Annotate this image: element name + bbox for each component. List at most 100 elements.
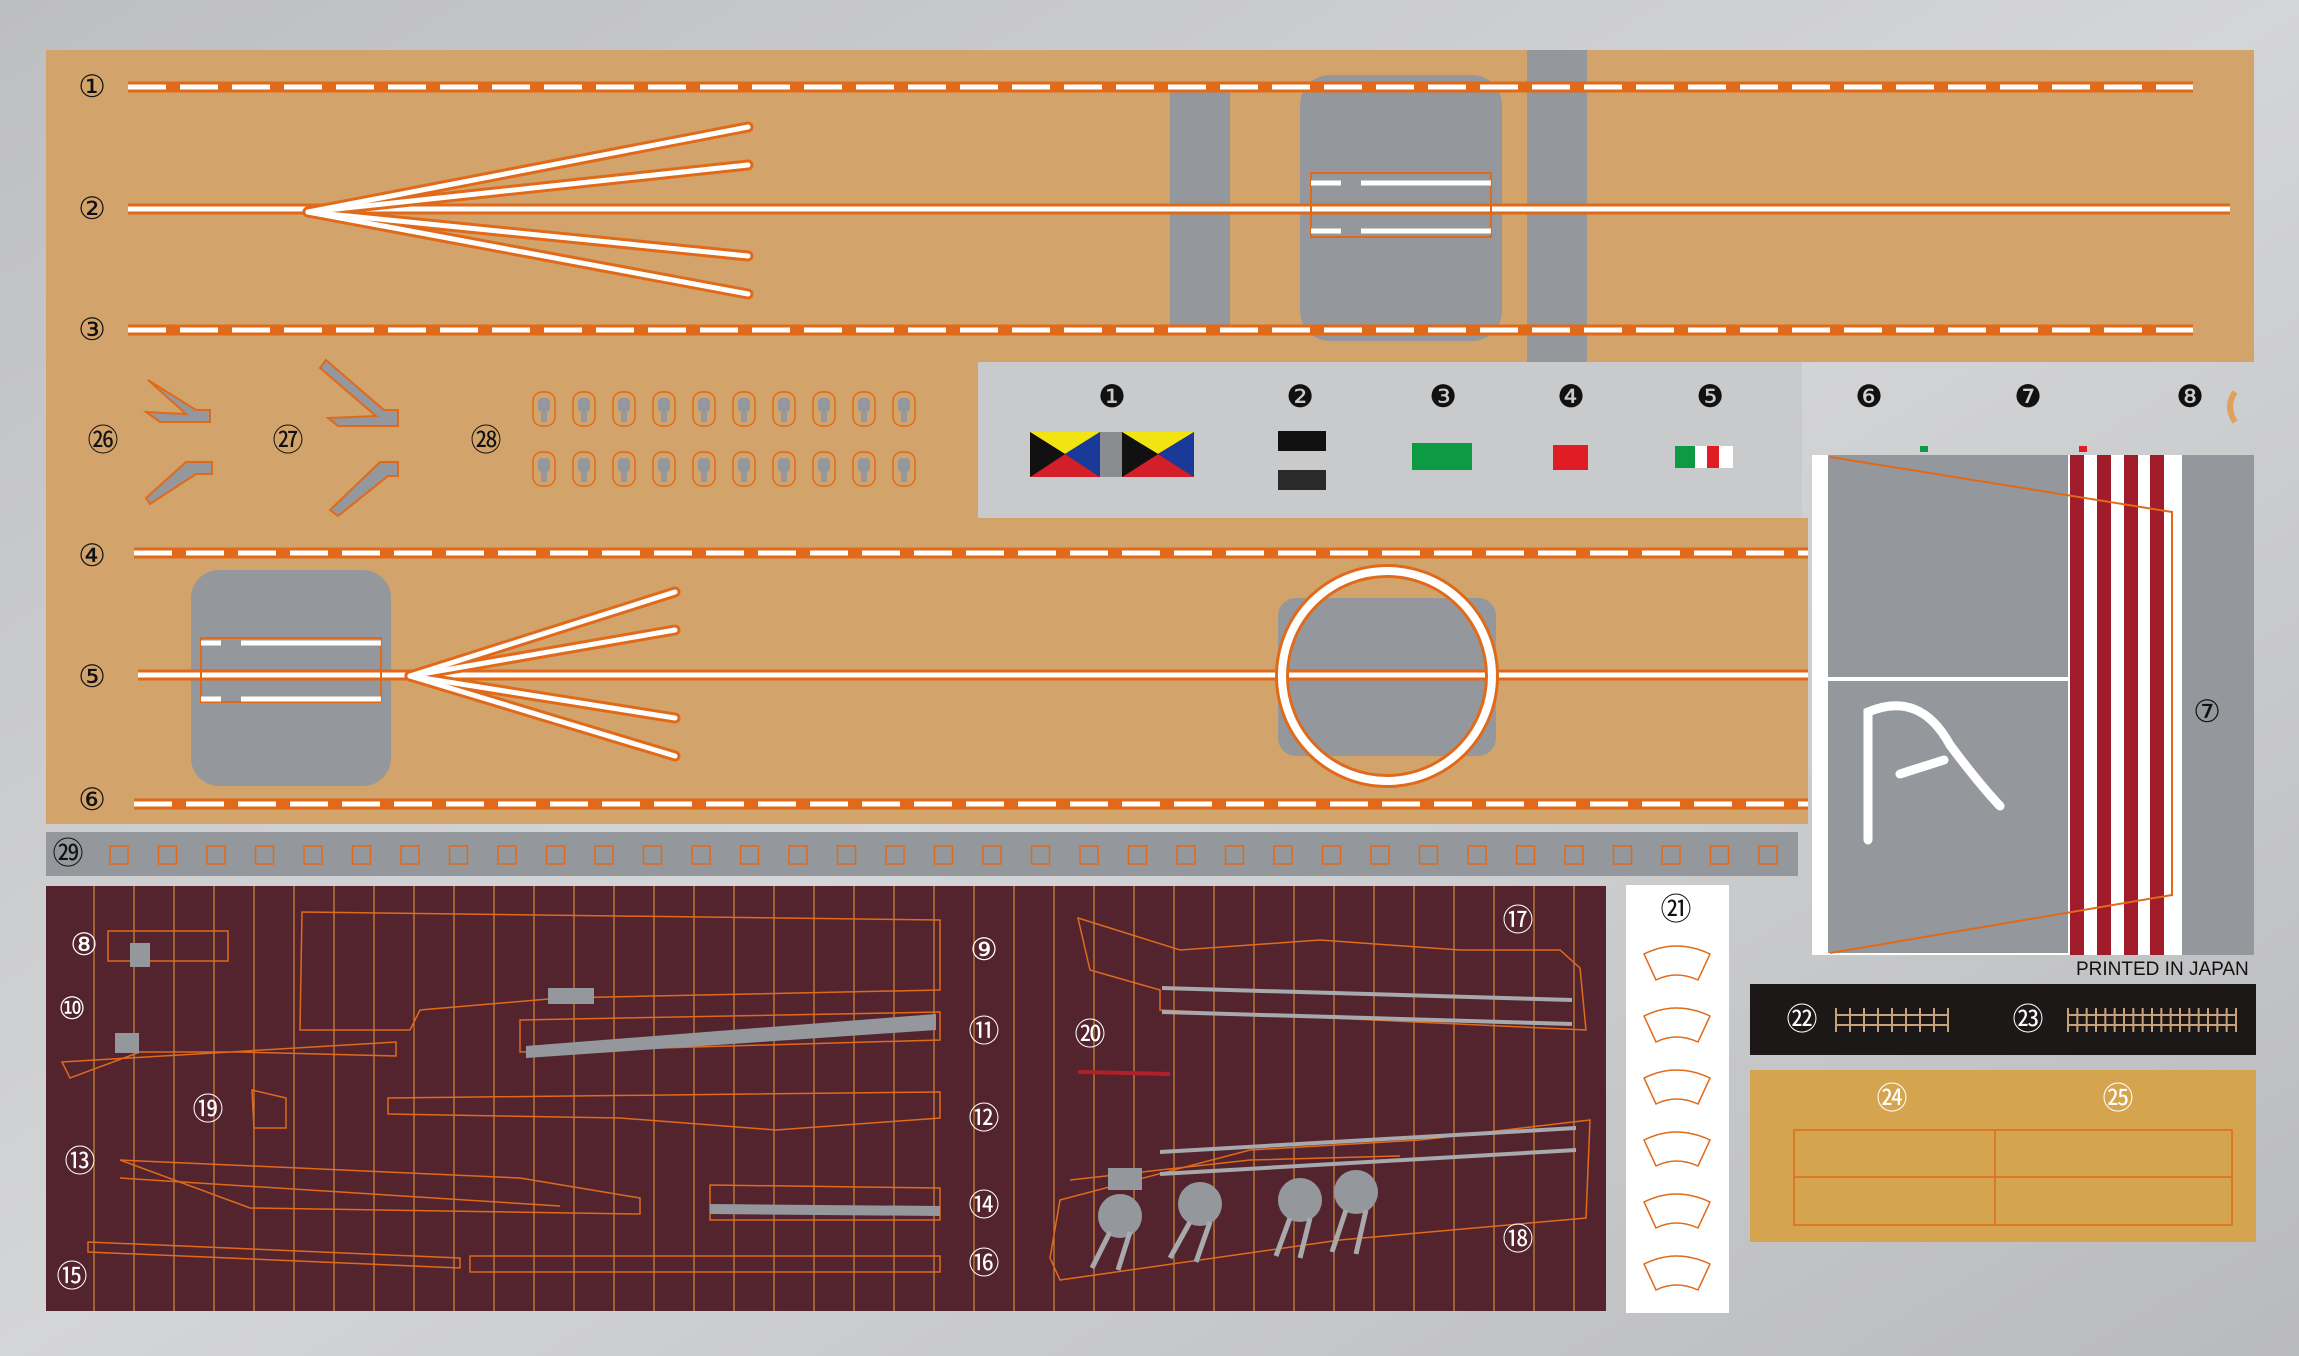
part-28-piece: [892, 391, 916, 427]
strip-29-box: [933, 845, 954, 865]
strip-29-box: [1273, 845, 1293, 865]
part-21-shape: [1643, 945, 1711, 982]
part-28-piece: [532, 451, 556, 487]
strip-29-box: [788, 845, 808, 865]
flag-label-3: ❸: [1429, 379, 1457, 415]
strip-29-box: [1127, 845, 1148, 865]
label-22: ㉒: [1787, 1002, 1818, 1038]
gold-panel: ㉔ ㉕: [1750, 1070, 2256, 1242]
flag-label-5: ❺: [1696, 379, 1724, 415]
label-17: ⑰: [1503, 903, 1534, 939]
red-flag-icon: [1553, 445, 1588, 470]
part-28-piece: [692, 391, 716, 427]
label-28: ㉘: [471, 423, 502, 459]
tiny-green-light-icon: [1920, 446, 1928, 452]
label-1: ①: [78, 69, 106, 105]
label-6: ⑥: [78, 782, 106, 818]
part-28-piece: [612, 451, 636, 487]
label-2: ②: [78, 191, 106, 227]
label-14: ⑭: [969, 1188, 1000, 1224]
part-28-piece: [732, 451, 756, 487]
strip-29: ㉙: [46, 832, 1798, 876]
flag-label-2: ❷: [1286, 379, 1314, 415]
gray-part: [710, 1204, 940, 1216]
red-part: [1077, 1070, 1171, 1076]
label-11: ⑪: [969, 1014, 1000, 1050]
part-28-piece: [892, 451, 916, 487]
strip-29-box: [739, 845, 760, 865]
gray-part: [548, 988, 594, 1004]
hull-part-outlines: [60, 911, 1591, 1281]
gun-barrels: [1089, 1209, 1369, 1271]
part-26-shapes: [142, 379, 213, 506]
green-flag-icon: [1412, 443, 1472, 470]
flag-label-1: ❶: [1098, 379, 1126, 415]
part-27-shapes: [318, 358, 399, 518]
strip-29-box: [1467, 845, 1487, 865]
strip-29-box: [206, 845, 226, 865]
part-28-piece: [852, 451, 876, 487]
strip-29-box: [1224, 845, 1245, 865]
tiny-red-light-icon: [2079, 446, 2087, 452]
part-28-piece: [732, 391, 756, 427]
flag-label-8: ❽: [2176, 379, 2204, 415]
strip-29-box: [1564, 845, 1584, 865]
stern-decal: ⑦: [1812, 455, 2254, 955]
part-28-piece: [652, 451, 676, 487]
part-28-piece: [812, 451, 836, 487]
label-20: ⑳: [1075, 1017, 1106, 1053]
strip-29-box: [109, 845, 129, 865]
strip-29-box: [642, 845, 663, 865]
lower-deck-decal: ④ ⑤ ⑥: [46, 518, 1808, 824]
strip-29-box: [254, 845, 275, 865]
upper-deck-decal: ① ② ③: [46, 50, 2254, 362]
label-24: ㉔: [1877, 1081, 1908, 1117]
flag-2-icon: [1278, 431, 1326, 451]
gray-part: [115, 1033, 139, 1053]
part-28-piece: [772, 451, 796, 487]
z-flag-icon: [1122, 432, 1194, 477]
label-7-large: ⑦: [2193, 694, 2221, 730]
label-16: ⑯: [969, 1246, 1000, 1282]
part-28-piece: [852, 391, 876, 427]
flag-panel: ❶ ❷ ❸ ❹ ❺ ❻ ❼ ❽: [978, 362, 2238, 518]
strip-29-box: [1079, 845, 1099, 865]
rail-parts: [1159, 986, 1577, 1176]
label-27: ㉗: [273, 423, 304, 459]
flag-label-6: ❻: [1855, 379, 1883, 415]
part-8-shape: [2227, 390, 2238, 424]
strip-29-box: [1709, 845, 1730, 865]
strip-29-box: [1515, 845, 1536, 865]
part-28-piece: [692, 451, 716, 487]
part-28-piece: [772, 391, 796, 427]
label-29: ㉙: [53, 836, 84, 872]
strip-29-box: [497, 845, 517, 865]
strip-29-box: [594, 845, 614, 865]
part-21-shape: [1643, 1007, 1711, 1044]
part-21-shape: [1643, 1069, 1711, 1106]
part-21-shape: [1643, 1131, 1711, 1168]
part-28-piece: [572, 391, 596, 427]
strip-29-box: [545, 845, 566, 865]
printed-in-japan: PRINTED IN JAPAN: [2076, 959, 2249, 980]
strip-29-box: [885, 845, 905, 865]
strip-29-boxes: [109, 845, 1778, 865]
stern-arc-marking: [1863, 701, 2005, 845]
gray-part: [130, 943, 150, 967]
rail-22-icon: [1835, 1008, 2237, 1032]
flag-label-4: ❹: [1557, 379, 1585, 415]
strip-29-box: [1758, 845, 1778, 865]
label-26: ㉖: [88, 423, 119, 459]
label-9: ⑨: [970, 932, 998, 968]
flag-2b-icon: [1278, 470, 1326, 490]
label-18: ⑱: [1503, 1222, 1534, 1258]
part-28-piece: [652, 391, 676, 427]
gray-part: [526, 1014, 936, 1058]
part-28-piece: [572, 451, 596, 487]
part-28-piece: [812, 391, 836, 427]
z-flag-icon: [1030, 432, 1100, 477]
black-strip: ㉒ ㉓: [1750, 984, 2256, 1055]
strip-29-box: [1030, 845, 1051, 865]
strip-29-box: [157, 845, 178, 865]
part-21-shape: [1643, 1193, 1711, 1230]
